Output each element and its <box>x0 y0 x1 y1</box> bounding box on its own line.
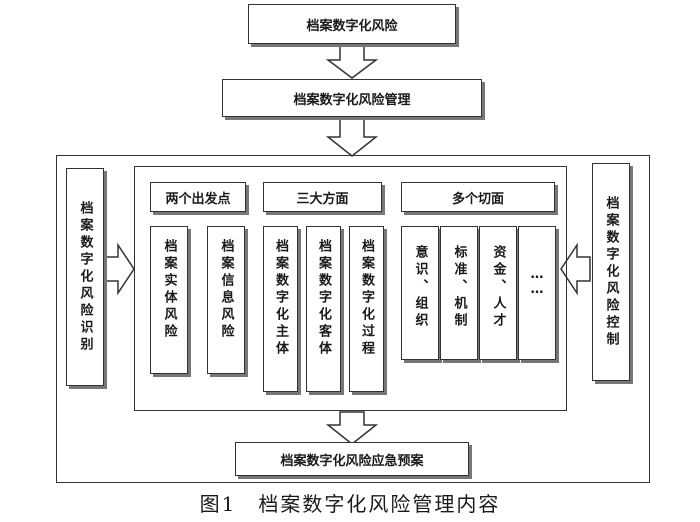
group2-item: 档案数字化过程 <box>349 226 384 392</box>
group3-item-label: 标准、机制 <box>451 245 467 330</box>
group2-header: 三大方面 <box>263 182 382 212</box>
arrow-left <box>560 242 591 296</box>
arrow-down-2 <box>325 116 379 157</box>
group2-header-label: 三大方面 <box>296 191 349 207</box>
group2-item-label: 档案数字化客体 <box>316 239 331 358</box>
group1-header: 两个出发点 <box>150 182 246 212</box>
group3-item: 意识、组织 <box>401 226 439 360</box>
group2-item-label: 档案数字化主体 <box>273 239 288 358</box>
risk-identification-label: 档案数字化风险识别 <box>77 200 93 354</box>
group2-item: 档案数字化客体 <box>306 226 341 392</box>
management-box-label: 档案数字化风险管理 <box>293 92 411 108</box>
risk-identification-box: 档案数字化风险识别 <box>66 168 104 386</box>
outer-frame <box>56 155 650 483</box>
inner-frame <box>134 166 567 411</box>
top-box: 档案数字化风险 <box>248 4 456 44</box>
group3-item: 标准、机制 <box>440 226 478 360</box>
group2-item-label: 档案数字化过程 <box>359 239 374 358</box>
group3-header: 多个切面 <box>401 182 555 212</box>
figure-caption: 图1 档案数字化风险管理内容 <box>199 492 501 516</box>
group3-header-label: 多个切面 <box>451 191 504 207</box>
group3-item-label: …… <box>529 267 545 297</box>
arrow-down-3 <box>325 411 379 445</box>
group2-item: 档案数字化主体 <box>263 226 298 392</box>
arrow-right <box>103 242 135 296</box>
top-box-label: 档案数字化风险 <box>306 18 398 34</box>
arrow-down-1 <box>325 45 379 79</box>
management-box: 档案数字化风险管理 <box>222 79 482 117</box>
group3-item: …… <box>518 226 556 360</box>
group1-item: 档案实体风险 <box>150 226 188 374</box>
group3-item: 资金、人才 <box>479 226 517 360</box>
group1-item-label: 档案信息风险 <box>218 239 234 341</box>
group1-item-label: 档案实体风险 <box>161 239 177 341</box>
group1-header-label: 两个出发点 <box>165 191 231 207</box>
risk-control-label: 档案数字化风险控制 <box>603 195 619 349</box>
group3-item-label: 资金、人才 <box>490 245 506 330</box>
emergency-plan-label: 档案数字化风险应急预案 <box>280 453 424 469</box>
group3-item-label: 意识、组织 <box>412 245 428 330</box>
emergency-plan-box: 档案数字化风险应急预案 <box>235 442 469 476</box>
group1-item: 档案信息风险 <box>207 226 245 374</box>
risk-control-box: 档案数字化风险控制 <box>592 163 630 381</box>
